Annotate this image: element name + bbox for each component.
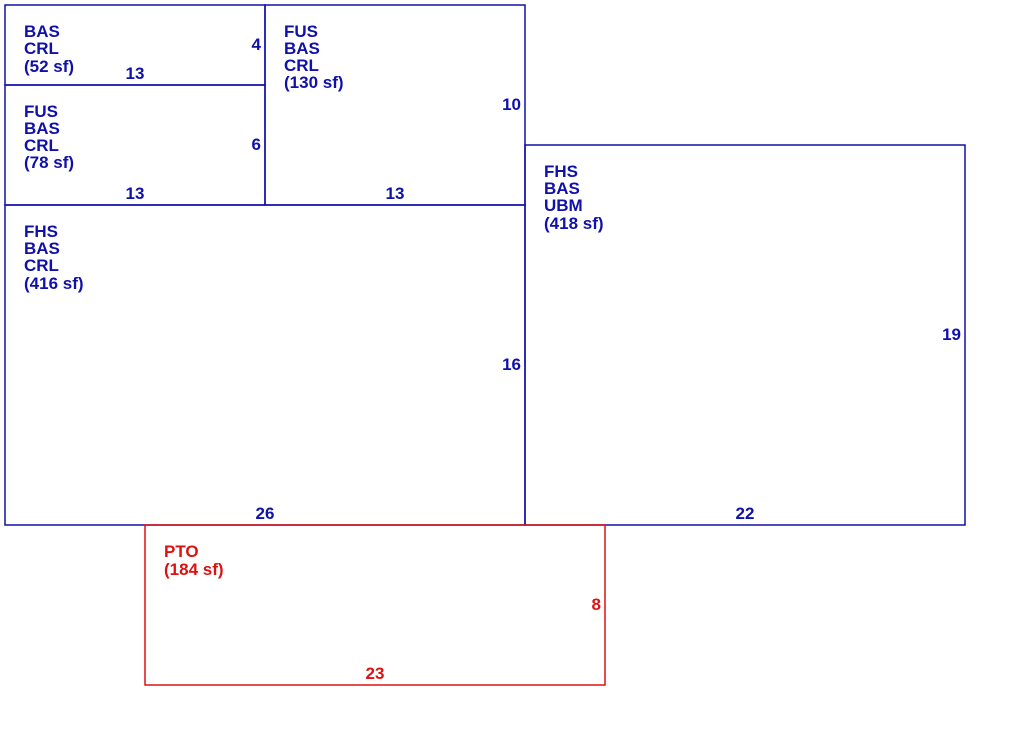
- area-code: PTO: [164, 542, 199, 561]
- area-size-label: (416 sf): [24, 274, 84, 293]
- area-code: CRL: [284, 56, 319, 75]
- area-size-label: (130 sf): [284, 73, 344, 92]
- area-code: CRL: [24, 39, 59, 58]
- area-code: FHS: [24, 222, 58, 241]
- area-code: BAS: [24, 22, 60, 41]
- height-dimension: 4: [252, 35, 262, 54]
- area-outline: [4, 204, 526, 526]
- area-size-label: (52 sf): [24, 57, 74, 76]
- area-size-label: (418 sf): [544, 214, 604, 233]
- height-dimension: 19: [942, 325, 961, 344]
- area-outline: [524, 144, 966, 526]
- area-code: CRL: [24, 136, 59, 155]
- width-dimension: 13: [386, 184, 405, 203]
- area-code: UBM: [544, 196, 583, 215]
- area-fhs-bas-ubm-418: FHS BAS UBM (418 sf) 22 19: [524, 144, 966, 526]
- width-dimension: 13: [126, 64, 145, 83]
- width-dimension: 26: [256, 504, 275, 523]
- area-code: BAS: [24, 119, 60, 138]
- area-size-label: (184 sf): [164, 560, 224, 579]
- area-code: BAS: [544, 179, 580, 198]
- area-pto-184: PTO (184 sf) 23 8: [144, 524, 606, 686]
- area-bas-crl-52: BAS CRL (52 sf) 13 4: [4, 4, 266, 86]
- area-code: FHS: [544, 162, 578, 181]
- width-dimension: 22: [736, 504, 755, 523]
- area-size-label: (78 sf): [24, 153, 74, 172]
- area-code: BAS: [284, 39, 320, 58]
- area-fus-bas-crl-78: FUS BAS CRL (78 sf) 13 6: [4, 84, 266, 206]
- area-code: FUS: [284, 22, 318, 41]
- area-code: BAS: [24, 239, 60, 258]
- area-outline: [144, 524, 606, 686]
- height-dimension: 6: [252, 135, 261, 154]
- height-dimension: 8: [592, 595, 601, 614]
- area-code: FUS: [24, 102, 58, 121]
- area-fus-bas-crl-130: FUS BAS CRL (130 sf) 13 10: [264, 4, 526, 206]
- area-code: CRL: [24, 256, 59, 275]
- height-dimension: 10: [502, 95, 521, 114]
- width-dimension: 13: [126, 184, 145, 203]
- area-fhs-bas-crl-416: FHS BAS CRL (416 sf) 26 16: [4, 204, 526, 526]
- width-dimension: 23: [366, 664, 385, 683]
- height-dimension: 16: [502, 355, 521, 374]
